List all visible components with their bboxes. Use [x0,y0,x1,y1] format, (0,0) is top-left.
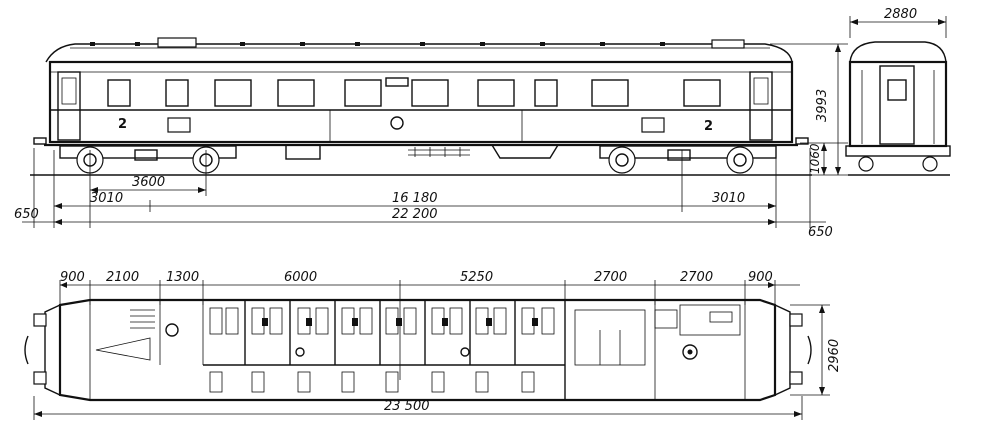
end-door-window-left [61,77,77,105]
plan-segment-dimension-ticks [60,282,775,288]
end-door-right [749,71,773,141]
plan-length-arrows [34,411,802,417]
end-view-door-window [887,79,907,101]
bogie-right [599,145,777,174]
dim-plan-seg-6: 2700 [594,270,627,285]
plan-vestibule-left [89,300,204,400]
plan-stove-left [165,323,179,337]
plan-service-area [574,300,746,400]
class-marking-right: 2 [704,119,713,134]
plan-boiler [682,344,698,360]
dim-plan-seg-4: 6000 [284,270,317,285]
dim-bogie-centres: 16 180 [392,191,438,206]
plan-width-arrows [819,305,825,395]
roof-vents [90,42,665,46]
buffer-right [795,137,809,145]
dim-plan-overall-length: 23 500 [384,399,430,414]
end-view-gangway [879,65,915,145]
dim-plan-seg-3: 1300 [166,270,199,285]
coach-body [48,60,794,144]
plan-boiler-inner [687,349,693,355]
dim-plan-seg-7: 2700 [680,270,713,285]
roof-tank-left [157,37,197,48]
roof-tank-right [711,39,745,49]
plan-heater-1 [295,347,305,357]
plan-view: 900 2100 1300 6000 5250 2700 2700 900 [24,270,842,420]
dim-height: 3993 [815,89,830,122]
plan-end-left [44,304,61,396]
plan-heater-2 [460,347,470,357]
side-elevation: 2 2 [14,37,848,240]
side-dimension-arrows [54,187,776,225]
dim-end-width: 2880 [884,7,917,22]
plan-width-dimension-lines [790,304,830,396]
plan-tables [262,318,538,326]
plan-compartment-walls [244,300,566,400]
dim-overhang-left: 3010 [90,191,123,206]
end-door-left [57,71,81,141]
side-windows [107,79,721,107]
end-view: 2880 [845,7,951,176]
bogie-left [59,145,237,174]
dim-plan-seg-5: 5250 [460,270,493,285]
dim-buffer-right: 650 [808,225,833,240]
dim-plan-seg-8: 900 [748,270,773,285]
dim-bogie-wheelbase: 3600 [132,175,165,190]
dim-overhang-right: 3010 [712,191,745,206]
class-marking-left: 2 [118,117,127,132]
end-door-window-right [753,77,769,105]
coach-emblem [390,116,404,130]
battery-box [285,144,321,160]
side-dimension-lines [22,148,826,228]
plan-end-right [774,304,791,396]
end-view-body [848,60,948,148]
dim-buffer-left: 650 [14,207,39,222]
dim-plan-width: 2960 [827,339,842,372]
dim-floor-height: 1060 [808,143,822,174]
water-tank [491,144,559,159]
plan-seats [209,307,555,393]
side-lamp-left [167,117,191,133]
side-lamp-right [641,117,665,133]
end-view-buffer-beam [845,145,951,157]
plan-length-dimension-lines [33,396,803,420]
truss-rods [408,147,470,157]
dim-length-over-body: 22 200 [392,207,438,222]
plan-buffers [24,313,812,385]
dim-plan-seg-1: 900 [60,270,85,285]
end-view-wheel-right [922,156,938,172]
end-view-wheel-left [858,156,874,172]
end-view-roof [849,41,947,63]
height-dimension-arrows [821,44,841,175]
dim-plan-seg-2: 2100 [106,270,139,285]
plan-body-outline [58,298,777,402]
destination-board [385,77,409,87]
buffer-left [33,137,47,145]
